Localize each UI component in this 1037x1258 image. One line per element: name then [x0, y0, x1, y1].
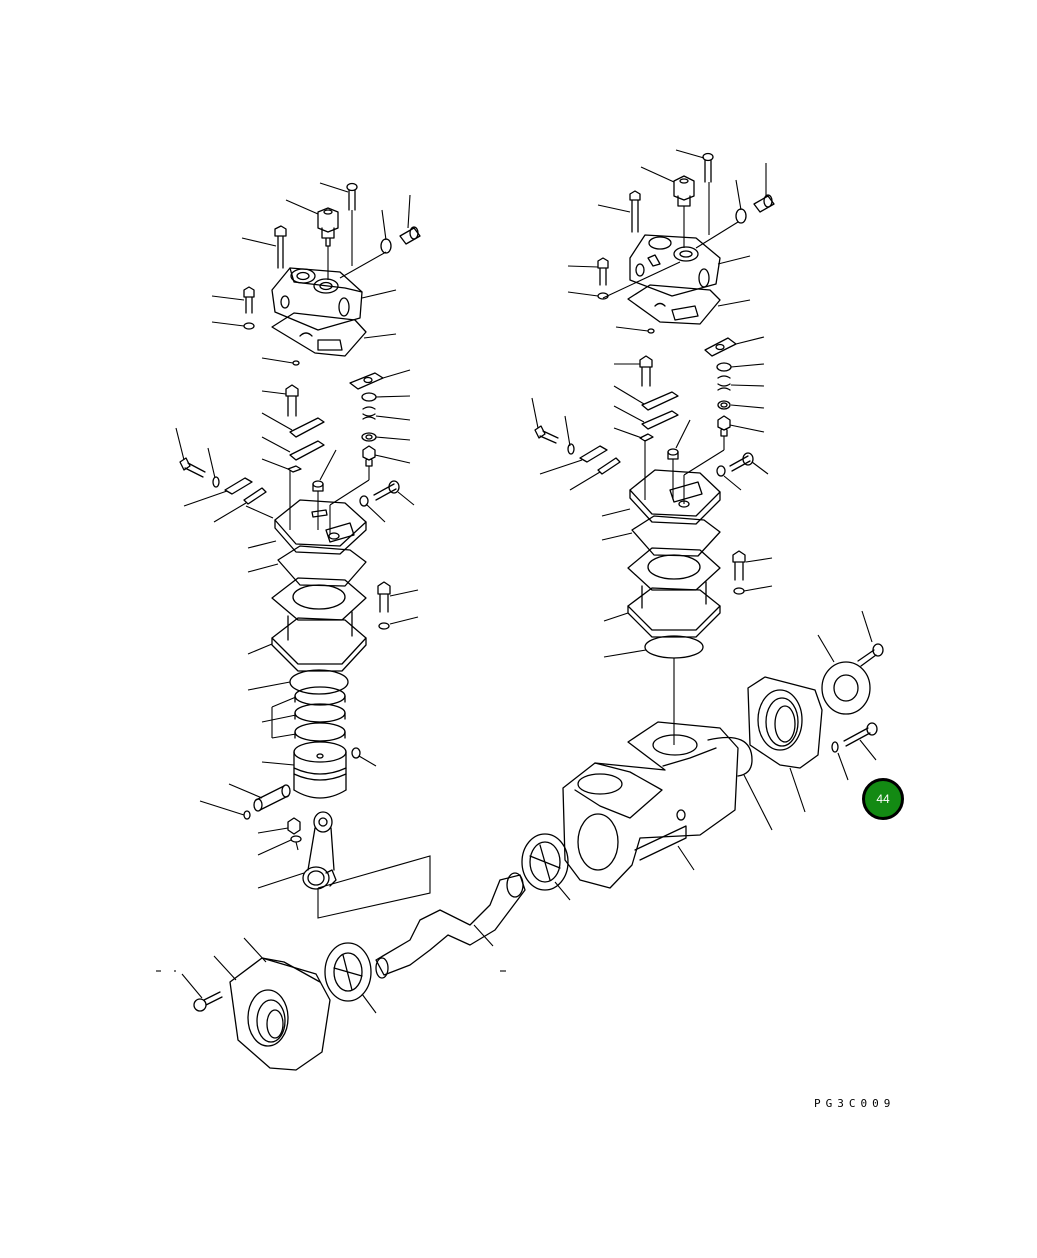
- left-cylinder-washer[interactable]: [378, 622, 390, 630]
- left-head-gasket[interactable]: [271, 312, 367, 357]
- left-cylinder-head[interactable]: [271, 267, 363, 331]
- left-connecting-rod[interactable]: [302, 811, 337, 890]
- left-rod-washer[interactable]: [290, 835, 302, 843]
- left-valve-fitting[interactable]: [317, 207, 339, 247]
- leader-lines: [156, 149, 877, 1014]
- right-o-ring[interactable]: [644, 635, 704, 659]
- left-retainer-plate[interactable]: [349, 372, 384, 390]
- left-plate-bolt[interactable]: [285, 384, 299, 417]
- right-seal-washer[interactable]: [735, 208, 747, 224]
- right-plate-bolt[interactable]: [639, 355, 653, 387]
- right-valve-cap[interactable]: [716, 362, 732, 372]
- left-elbow-bolt[interactable]: [373, 480, 400, 501]
- right-cylinder[interactable]: [627, 547, 721, 638]
- left-valve-cap[interactable]: [361, 392, 377, 402]
- left-head-bolt-long[interactable]: [274, 225, 287, 269]
- rear-plate[interactable]: [821, 661, 871, 715]
- left-cylinder-bolt[interactable]: [377, 581, 391, 613]
- left-plug[interactable]: [399, 226, 421, 245]
- right-valve-gasket[interactable]: [631, 515, 721, 557]
- right-head-bolt-long[interactable]: [629, 190, 641, 233]
- right-elbow-bolt[interactable]: [729, 452, 754, 472]
- rear-cover[interactable]: [747, 676, 823, 769]
- right-cylinder-bolt[interactable]: [732, 550, 746, 581]
- right-head-bolt-short[interactable]: [597, 257, 609, 300]
- left-pin[interactable]: [292, 360, 300, 366]
- front-cover-bolt[interactable]: [193, 991, 223, 1012]
- right-valve-spring[interactable]: [717, 375, 731, 391]
- rear-plate-bolt[interactable]: [857, 643, 884, 667]
- left-elbow-washer[interactable]: [359, 495, 369, 507]
- front-bearing[interactable]: [324, 942, 372, 1002]
- left-seal-washer[interactable]: [380, 238, 392, 254]
- right-elbow-washer[interactable]: [716, 465, 726, 477]
- left-pin-snap-ring[interactable]: [243, 810, 251, 820]
- left-reed-plates[interactable]: [287, 417, 325, 473]
- left-rod-nut[interactable]: [287, 817, 301, 835]
- right-valve-washer[interactable]: [717, 400, 731, 410]
- right-cylinder-washer[interactable]: [733, 587, 745, 595]
- right-valve-fitting[interactable]: [673, 175, 695, 207]
- left-piston[interactable]: [293, 741, 347, 799]
- right-valve-plate[interactable]: [629, 469, 721, 525]
- crankshaft[interactable]: [375, 872, 526, 979]
- callout-badge-44[interactable]: 44: [862, 778, 904, 820]
- left-cap[interactable]: [312, 480, 324, 492]
- left-cylinder[interactable]: [271, 577, 367, 672]
- right-side-washer[interactable]: [567, 443, 575, 455]
- left-side-washer[interactable]: [212, 476, 220, 488]
- right-link-plates[interactable]: [579, 445, 621, 475]
- right-side-bolt[interactable]: [534, 425, 559, 444]
- left-piston-snap-ring[interactable]: [351, 747, 361, 759]
- front-cover[interactable]: [229, 957, 331, 1071]
- rear-cover-washer[interactable]: [831, 741, 839, 753]
- left-valve-gasket[interactable]: [277, 545, 367, 587]
- left-valve-plate[interactable]: [274, 499, 367, 555]
- rear-bearing[interactable]: [521, 833, 569, 891]
- left-piston-pin[interactable]: [253, 784, 291, 812]
- left-small-bolt[interactable]: [346, 182, 358, 211]
- right-head-gasket[interactable]: [627, 284, 721, 325]
- right-valve-bolt[interactable]: [717, 415, 731, 437]
- right-plug[interactable]: [753, 194, 775, 213]
- left-valve-spring[interactable]: [362, 406, 376, 420]
- right-reed-plates[interactable]: [639, 391, 679, 442]
- crankcase-snap-ring[interactable]: [707, 736, 753, 777]
- rear-cover-bolt[interactable]: [843, 722, 878, 747]
- right-retainer-plate[interactable]: [704, 337, 737, 357]
- left-valve-bolt[interactable]: [362, 445, 376, 467]
- left-side-bolt[interactable]: [179, 457, 206, 478]
- left-piston-rings[interactable]: [294, 686, 346, 742]
- right-small-bolt[interactable]: [702, 152, 714, 183]
- drawing-code-label: PG3C009: [814, 1097, 896, 1110]
- left-link-plates[interactable]: [224, 477, 267, 505]
- right-pin[interactable]: [647, 328, 655, 334]
- crankcase[interactable]: [562, 721, 739, 889]
- right-cap[interactable]: [667, 448, 679, 460]
- left-head-bolt-short[interactable]: [243, 286, 255, 330]
- left-valve-washer[interactable]: [361, 432, 377, 442]
